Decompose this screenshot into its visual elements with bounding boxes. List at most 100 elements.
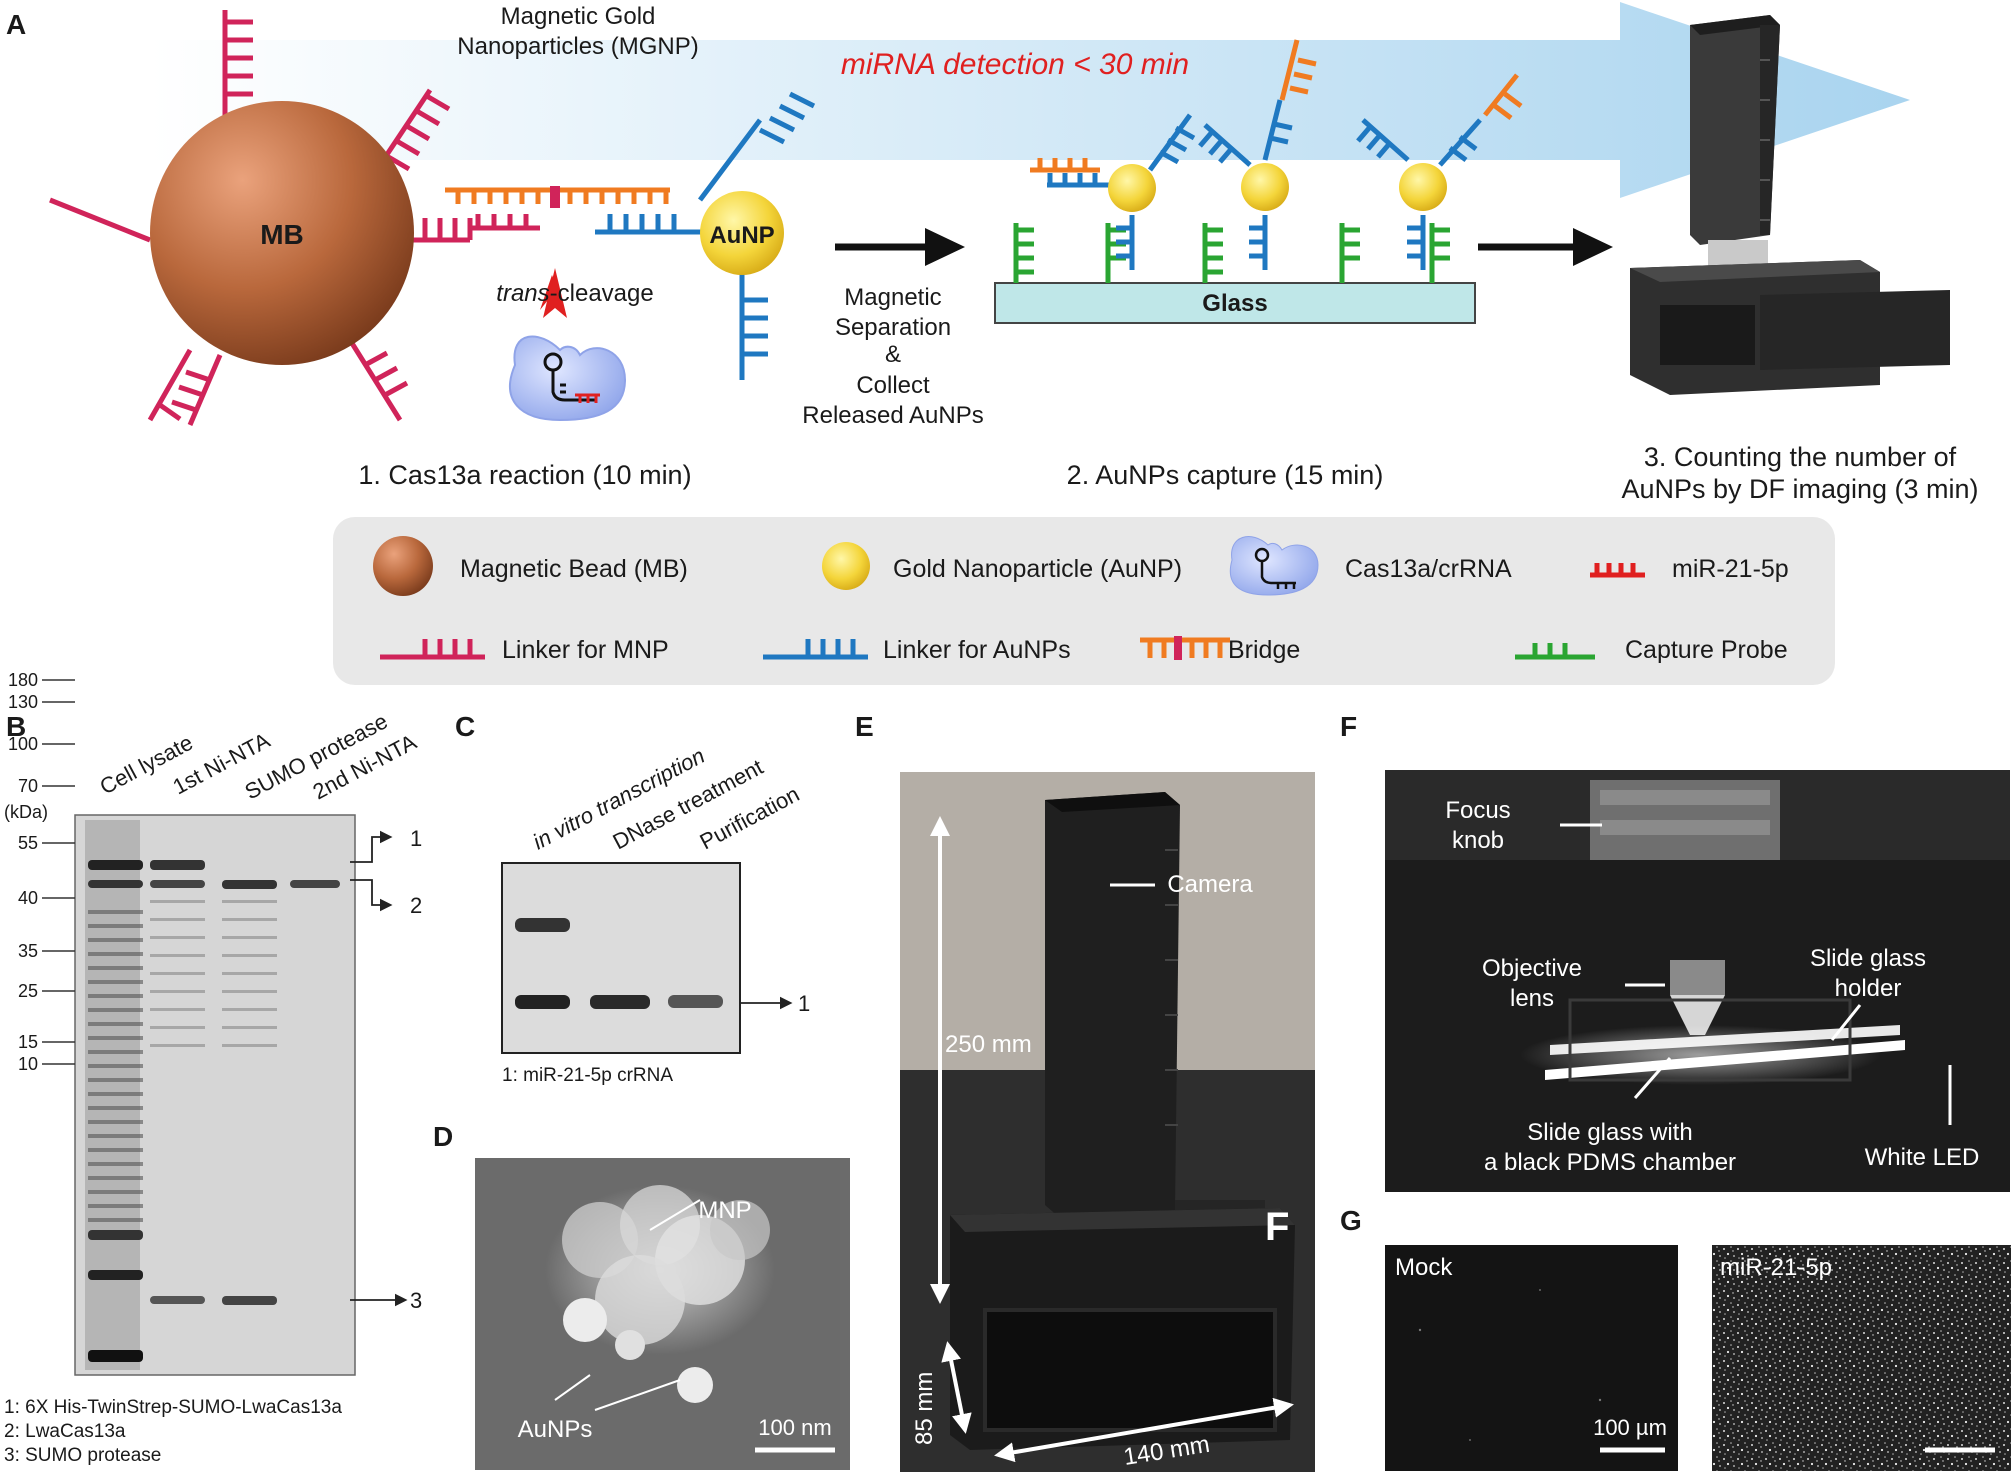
aunp-label: AuNP <box>709 222 774 249</box>
gel-b-band <box>88 1134 143 1138</box>
legend-bead: Magnetic Bead (MB) <box>460 555 688 583</box>
panel-label-c: C <box>455 711 475 742</box>
objective-label-1: Objective <box>1482 955 1582 982</box>
svg-text:Collect: Collect <box>856 372 930 399</box>
gel-b-band <box>88 1230 143 1240</box>
gel-b-band <box>150 954 205 957</box>
gel-b-band <box>88 1092 143 1096</box>
gel-b-band <box>88 1036 143 1040</box>
height-label: 250 mm <box>945 1031 1032 1058</box>
gel-b-band <box>150 936 205 939</box>
gel-b-marker-label: 15 <box>18 1032 38 1052</box>
gel-b-marker-label: 40 <box>18 888 38 908</box>
bead-label: MB <box>260 219 304 250</box>
gel-b-band <box>88 910 143 914</box>
gel-b-band <box>88 1218 143 1222</box>
panel-label-d: D <box>433 1121 453 1152</box>
gel-b-band <box>88 1350 143 1362</box>
svg-text:Released AuNPs: Released AuNPs <box>802 402 983 429</box>
mgnp-label-2: Nanoparticles (MGNP) <box>457 33 698 60</box>
detection-time-label: miRNA detection < 30 min <box>841 48 1189 81</box>
gel-b-band <box>150 972 205 975</box>
df-image-mirna: miR-21-5p <box>1712 1245 2011 1471</box>
gel-b-band <box>222 972 277 975</box>
gel-b-band <box>88 924 143 928</box>
gel-b-band <box>222 1044 277 1047</box>
step3-label-2: AuNPs by DF imaging (3 min) <box>1621 474 1978 504</box>
objective-label-2: lens <box>1510 985 1554 1012</box>
gel-b-band <box>88 1064 143 1068</box>
gel-b-marker-label: 70 <box>18 776 38 796</box>
gel-b-band <box>290 880 340 888</box>
slide-glass-label-2: a black PDMS chamber <box>1484 1149 1736 1176</box>
bridge-complex: AuNP <box>445 91 816 380</box>
depth-label: 85 mm <box>911 1372 938 1445</box>
gel-b-band <box>88 880 143 888</box>
tem-mnp-label: MNP <box>698 1197 751 1224</box>
gel-b-band <box>88 994 143 998</box>
step1-label: 1. Cas13a reaction (10 min) <box>358 460 691 490</box>
panel-label-a: A <box>6 9 26 40</box>
legend-capture-swatch <box>1515 643 1595 660</box>
gel-b-band <box>88 1106 143 1110</box>
legend-linker-mnp-swatch <box>380 639 485 660</box>
gel-b-band <box>222 990 277 993</box>
gel-b-band <box>150 1044 205 1047</box>
gel-b-band <box>150 900 205 903</box>
gel-b-band <box>150 1008 205 1011</box>
gel-b-marker-label: 25 <box>18 981 38 1001</box>
mgnp-label-1: Magnetic Gold <box>501 3 656 30</box>
panel-label-b: B <box>6 711 26 742</box>
legend-linker-aunp-swatch <box>763 639 868 660</box>
mock-label: Mock <box>1395 1254 1453 1281</box>
cas13a-crrna-icon <box>509 335 627 422</box>
mock-scale-label: 100 µm <box>1593 1415 1667 1440</box>
slide-holder-label-2: holder <box>1835 975 1902 1002</box>
gel-b-band <box>88 1190 143 1194</box>
gel-b-marker-label: 130 <box>8 692 38 712</box>
tem-scale-label: 100 nm <box>758 1415 831 1440</box>
gel-b-band <box>222 936 277 939</box>
svg-text:Separation: Separation <box>835 314 951 341</box>
tem-image: MNP AuNPs 100 nm <box>475 1158 850 1470</box>
legend-linker-mnp: Linker for MNP <box>502 636 669 664</box>
camera-label: Camera <box>1167 871 1253 898</box>
magnetic-bead-assembly: MB <box>49 10 473 426</box>
gel-b-band <box>88 860 143 870</box>
slide-glass-label-1: Slide glass with <box>1527 1119 1692 1146</box>
gel-b-band <box>222 1026 277 1029</box>
device-interior-photo: Focus knob Objective lens Slide glass ho… <box>1385 770 2010 1192</box>
svg-text:1: 1 <box>410 826 422 851</box>
gel-b-band <box>88 1148 143 1152</box>
legend-capture: Capture Probe <box>1625 636 1788 664</box>
tem-aunps-label: AuNPs <box>518 1416 593 1443</box>
slide-holder-label-1: Slide glass <box>1810 945 1926 972</box>
legend-cas: Cas13a/crRNA <box>1345 555 1512 583</box>
workflow-arrow <box>150 2 1910 198</box>
svg-text:&: & <box>885 341 901 368</box>
gel-b-lane-labels: Cell lysate 1st Ni-NTA SUMO protease 2nd… <box>96 708 421 804</box>
gel-b-band <box>88 1050 143 1054</box>
gel-b-marker-label: 10 <box>18 1054 38 1074</box>
svg-text:3: SUMO protease: 3: SUMO protease <box>4 1445 161 1466</box>
gel-c <box>501 862 741 1054</box>
gel-b-band-callouts: 1 2 3 <box>350 826 422 1313</box>
gel-b-band <box>88 1270 143 1280</box>
focus-knob-label-2: knob <box>1452 827 1504 854</box>
gel-b-band <box>88 1176 143 1180</box>
gel-b-marker-label: 100 <box>8 734 38 754</box>
gel-b-marker-label: 35 <box>18 941 38 961</box>
df-image-mock: Mock 100 µm <box>1385 1245 1678 1471</box>
device-render <box>1630 15 1950 395</box>
legend-gold-swatch <box>822 542 870 590</box>
svg-text:Magnetic: Magnetic <box>844 284 941 311</box>
gel-b <box>74 814 356 1376</box>
gel-b-band <box>150 1296 205 1304</box>
gel-b-band <box>222 880 277 889</box>
legend-bead-swatch <box>373 536 433 596</box>
glass-capture-diagram: Glass <box>994 39 1523 324</box>
panel-label-e: E <box>855 711 874 742</box>
gel-b-band <box>88 1008 143 1012</box>
